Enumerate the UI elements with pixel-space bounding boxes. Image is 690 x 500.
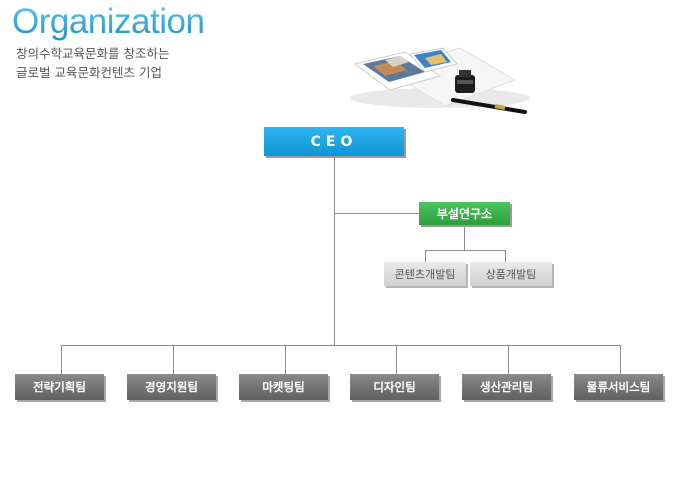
dept-strategy-planning: 전략기획팀 (15, 374, 104, 400)
dept-production-management: 생산관리팀 (462, 374, 551, 400)
page-title: Organization (12, 2, 205, 41)
tagline-line-2: 글로벌 교육문화컨텐츠 기업 (16, 65, 162, 80)
dept-management-support: 경영지원팀 (127, 374, 216, 400)
tagline-line-1: 창의수학교육문화를 창조하는 (16, 46, 170, 61)
ceo-box: CEO (264, 127, 404, 156)
brochures-and-pen-illustration (350, 47, 530, 114)
dept-marketing: 마켓팅팀 (239, 374, 328, 400)
dept-logistics-service: 물류서비스팀 (574, 374, 663, 400)
dept-design: 디자인팀 (350, 374, 439, 400)
lab-team-content-dev: 콘텐츠개발팀 (384, 262, 466, 286)
lab-team-product-dev: 상품개발팀 (470, 262, 552, 286)
research-lab-box: 부설연구소 (419, 202, 510, 225)
company-tagline: 창의수학교육문화를 창조하는 글로벌 교육문화컨텐츠 기업 (16, 44, 169, 82)
